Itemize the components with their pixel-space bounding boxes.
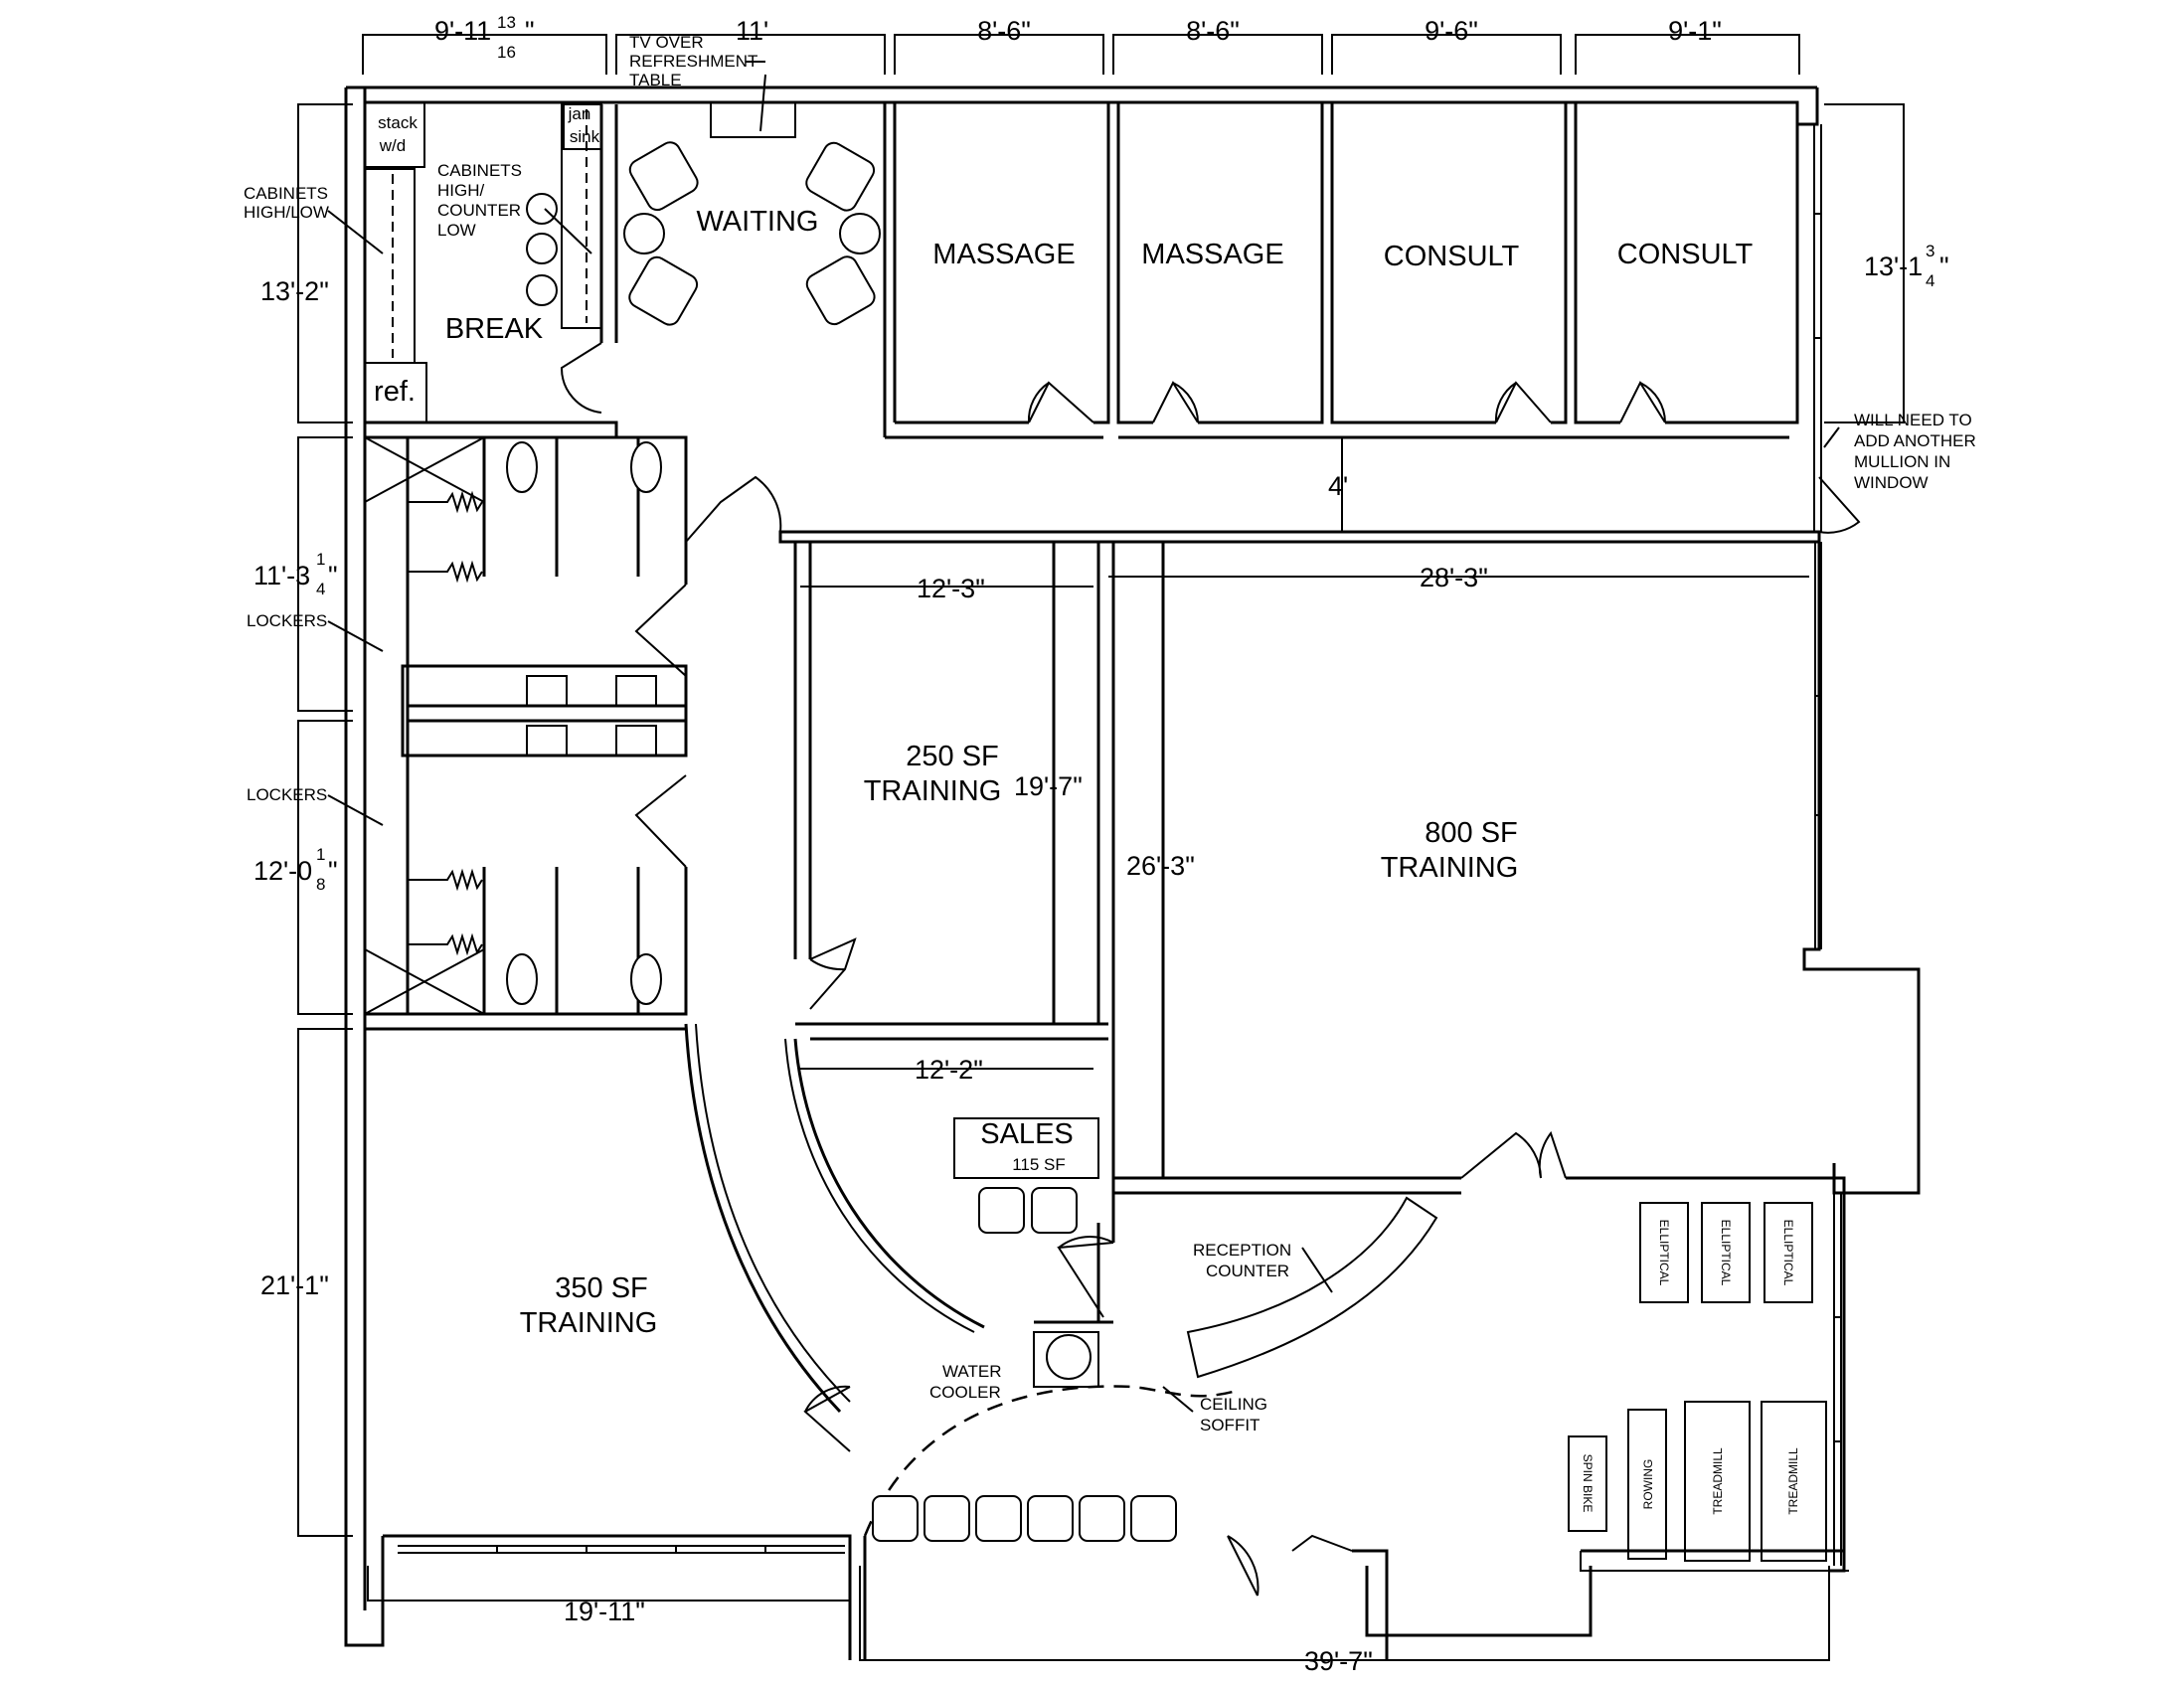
mullion-note-4: WINDOW: [1854, 473, 1929, 492]
room-sales-area: 115 SF: [1012, 1155, 1066, 1174]
dim-left-men-inch: ": [328, 561, 338, 590]
dim-right-consult-num: 3: [1926, 242, 1934, 260]
dim-250-depth: 19'-7": [1014, 771, 1083, 801]
dim-sales-width: 12'-2": [915, 1055, 983, 1085]
reception-note-2: COUNTER: [1206, 1262, 1289, 1280]
stack-label: stack: [378, 113, 418, 132]
cabinets-break-note-3: COUNTER: [437, 201, 521, 220]
annotation-notes: TV OVER REFRESHMENT TABLE CABINETS HIGH/…: [244, 33, 1976, 1434]
equipment-labels: ELLIPTICAL ELLIPTICAL ELLIPTICAL SPIN BI…: [1581, 1220, 1800, 1515]
room-training-800-sf: 800 SF: [1425, 817, 1518, 849]
ref-label: ref.: [374, 376, 416, 408]
cabinets-left-note-2: HIGH/LOW: [244, 203, 329, 222]
room-break: BREAK: [445, 313, 544, 345]
dim-bottom-total: 39'-7": [1304, 1646, 1373, 1676]
dim-top-massage-1: 8'-6": [977, 16, 1031, 46]
dim-right-consult-den: 4: [1926, 271, 1934, 290]
room-massage-1: MASSAGE: [932, 239, 1075, 270]
dim-left-men: 11'-3: [253, 561, 310, 590]
tv-note-1: TV OVER: [629, 33, 704, 52]
waiting-chairs: [623, 141, 881, 326]
water-note-2: COOLER: [929, 1383, 1001, 1402]
dim-left-women-den: 8: [316, 875, 325, 894]
dim-corridor: 4': [1328, 471, 1348, 501]
treadmill-2-label: TREADMILL: [1786, 1447, 1800, 1515]
water-note-1: WATER: [942, 1362, 1002, 1381]
elliptical-1-label: ELLIPTICAL: [1657, 1220, 1671, 1286]
soffit-note-2: SOFFIT: [1200, 1416, 1260, 1434]
room-training-250-label: TRAINING: [864, 775, 1002, 807]
dim-left-women: 12'-0: [253, 856, 312, 886]
elliptical-3-label: ELLIPTICAL: [1781, 1220, 1795, 1286]
jan-label: jan: [568, 104, 591, 123]
cabinets-break-note-2: HIGH/: [437, 181, 485, 200]
dim-bottom-training: 19'-11": [564, 1597, 645, 1626]
mullion-note-1: WILL NEED TO: [1854, 411, 1972, 429]
reception-note-1: RECEPTION: [1193, 1241, 1291, 1260]
dim-right-consult: 13'-1: [1864, 252, 1923, 281]
room-labels: WAITING MASSAGE MASSAGE CONSULT CONSULT …: [445, 206, 1754, 1339]
dim-left-training: 21'-1": [260, 1270, 329, 1300]
dim-800-depth: 26'-3": [1126, 851, 1195, 881]
fixtures: [364, 101, 1827, 1562]
cabinets-left-note-1: CABINETS: [244, 184, 328, 203]
spin-bike-label: SPIN BIKE: [1581, 1454, 1595, 1513]
room-waiting: WAITING: [697, 206, 819, 238]
room-consult-1: CONSULT: [1384, 241, 1520, 272]
tv-note-3: TABLE: [629, 71, 682, 89]
sink-label: sink: [570, 127, 600, 146]
fixture-labels: ref. stack w/d jan sink: [374, 104, 600, 408]
wd-label: w/d: [379, 136, 406, 155]
dimension-labels: 9'-11 13 16 " 11' 8'-6" 8'-6" 9'-6" 9'-1…: [253, 13, 1949, 1676]
dim-800-width: 28'-3": [1420, 563, 1488, 592]
curved-corridor: [684, 1023, 1438, 1537]
tv-note-2: REFRESHMENT: [629, 52, 757, 71]
dim-top-break: 9'-11: [434, 16, 491, 46]
cabinets-break-note-4: LOW: [437, 221, 476, 240]
room-training-350-label: TRAINING: [520, 1307, 658, 1339]
dim-top-break-den: 16: [497, 43, 516, 62]
dim-250-width: 12'-3": [917, 574, 985, 603]
dim-top-consult-2: 9'-1": [1668, 16, 1722, 46]
walls: [344, 85, 1921, 1660]
dim-top-consult-1: 9'-6": [1425, 16, 1478, 46]
mullion-note-2: ADD ANOTHER: [1854, 431, 1976, 450]
dim-left-break: 13'-2": [260, 276, 329, 306]
elliptical-2-label: ELLIPTICAL: [1719, 1220, 1733, 1286]
room-consult-2: CONSULT: [1617, 239, 1754, 270]
room-sales: SALES: [980, 1118, 1074, 1150]
treadmill-1-label: TREADMILL: [1711, 1447, 1725, 1515]
dim-top-waiting: 11': [736, 16, 768, 46]
leader-lines: [327, 61, 1840, 1413]
rowing-label: ROWING: [1641, 1459, 1655, 1510]
dim-top-break-inch: ": [525, 16, 535, 46]
dim-top-break-num: 13: [497, 13, 516, 32]
dim-left-women-inch: ": [328, 856, 338, 886]
cabinets-break-note-1: CABINETS: [437, 161, 522, 180]
dim-left-men-den: 4: [316, 580, 325, 598]
dim-left-women-num: 1: [316, 845, 325, 864]
lockers-note-2: LOCKERS: [247, 785, 327, 804]
dim-top-massage-2: 8'-6": [1186, 16, 1240, 46]
room-training-800-label: TRAINING: [1381, 852, 1519, 884]
mullion-note-3: MULLION IN: [1854, 452, 1950, 471]
room-training-250-sf: 250 SF: [906, 741, 999, 772]
soffit-note-1: CEILING: [1200, 1395, 1267, 1414]
lockers-note-1: LOCKERS: [247, 611, 327, 630]
room-training-350-sf: 350 SF: [555, 1272, 648, 1304]
room-massage-2: MASSAGE: [1141, 239, 1283, 270]
dim-left-men-num: 1: [316, 550, 325, 569]
dimension-lines: [297, 34, 1905, 1661]
dim-right-consult-inch: ": [1939, 252, 1949, 281]
